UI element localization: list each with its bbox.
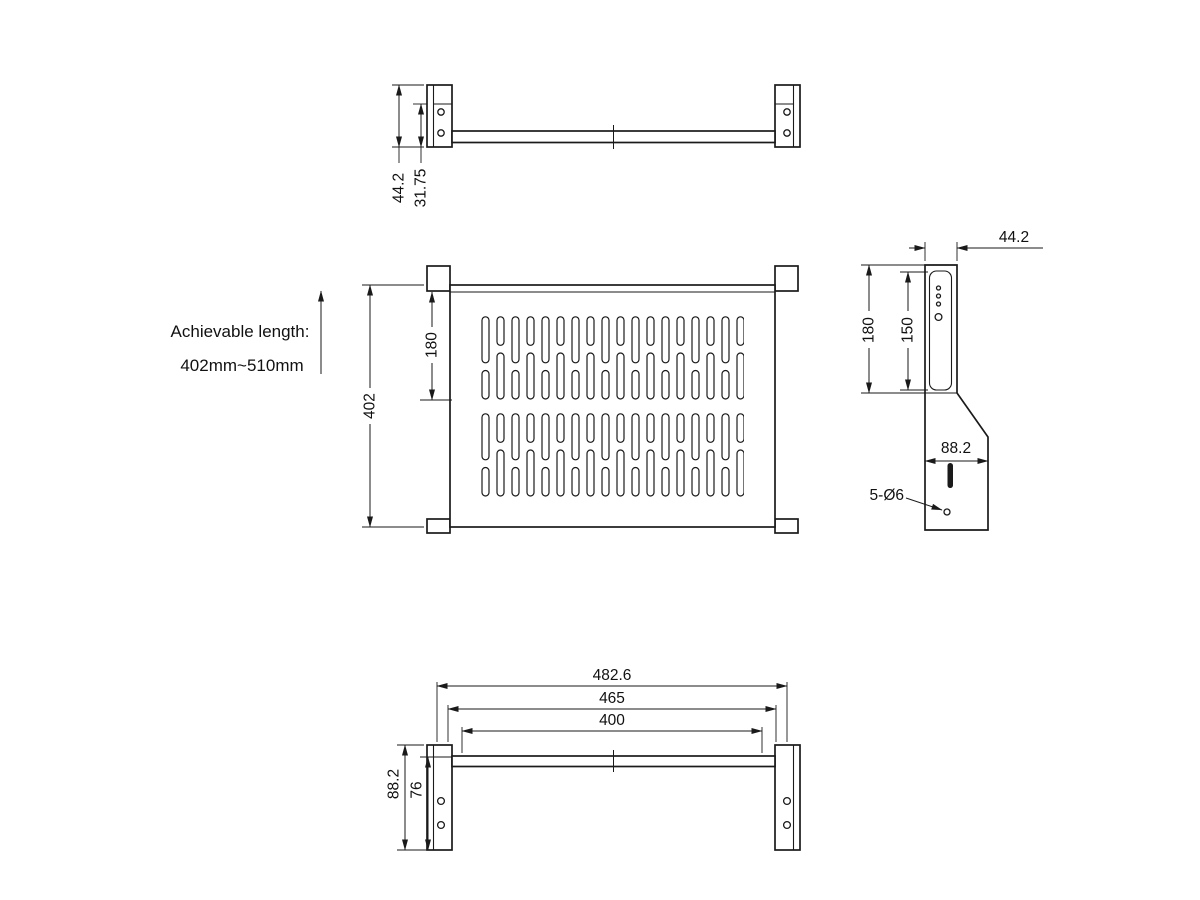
annotation-achievable-length-value: 402mm~510mm (180, 356, 303, 375)
rail-hole (935, 285, 942, 291)
dim-front-inner-height: 76 (409, 781, 426, 798)
mounting-hole (782, 820, 792, 830)
dim-plan-depth: 402 (362, 393, 379, 419)
dim-front-bracket-height: 88.2 (386, 769, 403, 799)
side-hole (943, 508, 951, 516)
leader-line (905, 497, 943, 511)
annotation-achievable-length-label: Achievable length: (171, 322, 310, 341)
dim-side-bracket-height: 180 (861, 317, 878, 343)
dim-side-lower-depth: 88.2 (941, 440, 971, 457)
slide-rail-outline (928, 270, 953, 391)
dim-top-inner-height: 31.75 (413, 169, 430, 208)
bracket-left (426, 84, 453, 148)
side-view: 44.2 180 150 88.2 5-Ø6 (861, 229, 1043, 531)
dim-front-shelf-width: 400 (599, 712, 625, 729)
rail-hole (935, 301, 942, 307)
rail-hole (934, 312, 943, 322)
dim-side-holes-callout: 5-Ø6 (870, 487, 904, 504)
top-view: 44.2 31.75 (391, 84, 801, 208)
plan-view: 402 180 Achievable length: 402mm~510mm (171, 265, 799, 534)
mounting-hole (783, 108, 791, 116)
vent-slots-top-band (481, 316, 744, 400)
side-profile-outline (924, 264, 989, 531)
front-view: 482.6 465 400 88.2 76 (386, 667, 801, 851)
dim-side-slot-length: 150 (900, 317, 917, 343)
bracket-ear-top-left (426, 265, 451, 292)
rail-hole (935, 293, 942, 299)
mounting-hole (437, 129, 445, 137)
mounting-hole (783, 129, 791, 137)
mounting-hole (782, 796, 792, 806)
dim-plan-slide-length: 180 (424, 332, 441, 358)
mounting-hole (437, 108, 445, 116)
vent-slots-bottom-band (481, 413, 744, 497)
bracket-ear-bottom-right (774, 518, 799, 534)
mounting-hole (436, 796, 446, 806)
side-slot (947, 463, 953, 488)
dim-front-overall-width: 482.6 (593, 667, 632, 684)
mounting-hole (436, 820, 446, 830)
bracket-right (774, 84, 801, 148)
bracket-ear-bottom-left (426, 518, 451, 534)
bracket-ear-top-right (774, 265, 799, 292)
dim-side-top-width: 44.2 (999, 229, 1029, 246)
dim-top-overall-height: 44.2 (391, 173, 408, 203)
dim-front-mounting-width: 465 (599, 690, 625, 707)
